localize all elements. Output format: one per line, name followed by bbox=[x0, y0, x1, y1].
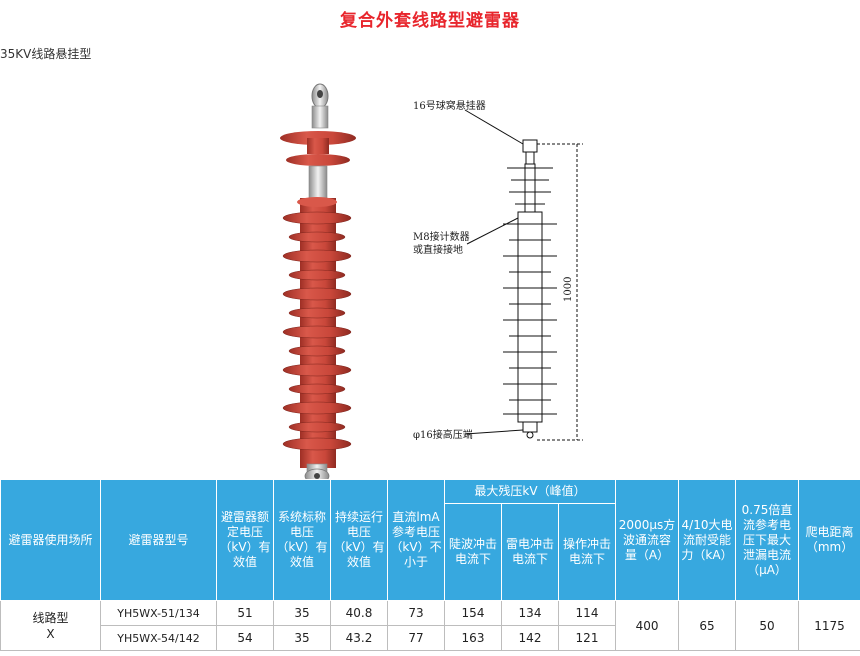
table-row: YH5WX-54/142 54 35 43.2 77 163 142 121 bbox=[1, 625, 860, 651]
square-wave-cell: 400 bbox=[615, 600, 680, 651]
switching-cell: 121 bbox=[557, 625, 617, 651]
steep-cell: 163 bbox=[444, 625, 502, 651]
table-row: 线路型 X YH5WX-51/134 51 35 40.8 73 154 134… bbox=[0, 600, 860, 651]
label-top: 16号球窝悬挂器 bbox=[413, 99, 486, 112]
lightning-cell: 142 bbox=[501, 625, 559, 651]
rated-cell: 54 bbox=[216, 625, 274, 651]
lightning-cell: 134 bbox=[501, 600, 559, 626]
header-creepage: 爬电距离（mm） bbox=[798, 479, 860, 601]
dc-cell: 73 bbox=[387, 600, 445, 626]
label-bottom: φ16接高压端 bbox=[413, 428, 473, 441]
spec-table: 避雷器使用场所 避雷器型号 避雷器额定电压（kV）有效值 系统标称电压（kV）有… bbox=[0, 479, 860, 651]
dc-cell: 77 bbox=[387, 625, 445, 651]
dimension-label: 1000 bbox=[563, 277, 574, 302]
header-leakage: 0.75倍直流参考电压下最大泄漏电流（μA） bbox=[735, 479, 800, 601]
header-rated-voltage: 避雷器额定电压（kV）有效值 bbox=[216, 479, 274, 601]
header-usage: 避雷器使用场所 bbox=[0, 479, 101, 601]
creepage-cell: 1175 bbox=[798, 600, 860, 651]
label-mid-1: M8接计数器 bbox=[413, 230, 470, 243]
model-cell: YH5WX-54/142 bbox=[100, 625, 217, 651]
arrester-photo bbox=[280, 83, 356, 484]
header-high-current: 4/10大电流耐受能力（kA） bbox=[678, 479, 737, 601]
dimension-drawing: 16号球窝悬挂器 M8接计数器 或直接接地 φ16接高压端 1000 bbox=[413, 99, 583, 441]
header-system-voltage: 系统标称电压（kV）有效值 bbox=[273, 479, 331, 601]
system-cell: 35 bbox=[273, 600, 331, 626]
header-switching: 操作冲击电流下 bbox=[557, 503, 617, 601]
rated-cell: 51 bbox=[216, 600, 274, 626]
steep-cell: 154 bbox=[444, 600, 502, 626]
usage-line-1: 线路型 bbox=[32, 610, 69, 625]
header-dc-reference: 直流lmA参考电压（kV）不小于 bbox=[387, 479, 445, 601]
subtitle: 35KV线路悬挂型 bbox=[0, 47, 92, 61]
label-mid-2: 或直接接地 bbox=[413, 243, 463, 256]
leakage-cell: 50 bbox=[735, 600, 800, 651]
header-lightning: 雷电冲击电流下 bbox=[501, 503, 559, 601]
continuous-cell: 43.2 bbox=[330, 625, 388, 651]
page-title: 复合外套线路型避雷器 bbox=[340, 11, 520, 31]
header-steep: 陡波冲击电流下 bbox=[444, 503, 502, 601]
usage-cell: 线路型 X bbox=[0, 600, 101, 651]
high-current-cell: 65 bbox=[678, 600, 737, 651]
header-residual-group: 最大残压kV（峰值） bbox=[443, 479, 617, 504]
system-cell: 35 bbox=[273, 625, 331, 651]
switching-cell: 114 bbox=[557, 600, 617, 626]
model-cell: YH5WX-51/134 bbox=[100, 600, 217, 626]
usage-line-2: X bbox=[46, 626, 55, 641]
header-model: 避雷器型号 bbox=[100, 479, 217, 601]
continuous-cell: 40.8 bbox=[330, 600, 388, 626]
header-continuous-voltage: 持续运行电压（kV）有效值 bbox=[330, 479, 388, 601]
header-square-wave: 2000μs方波通流容量（A） bbox=[615, 479, 680, 601]
